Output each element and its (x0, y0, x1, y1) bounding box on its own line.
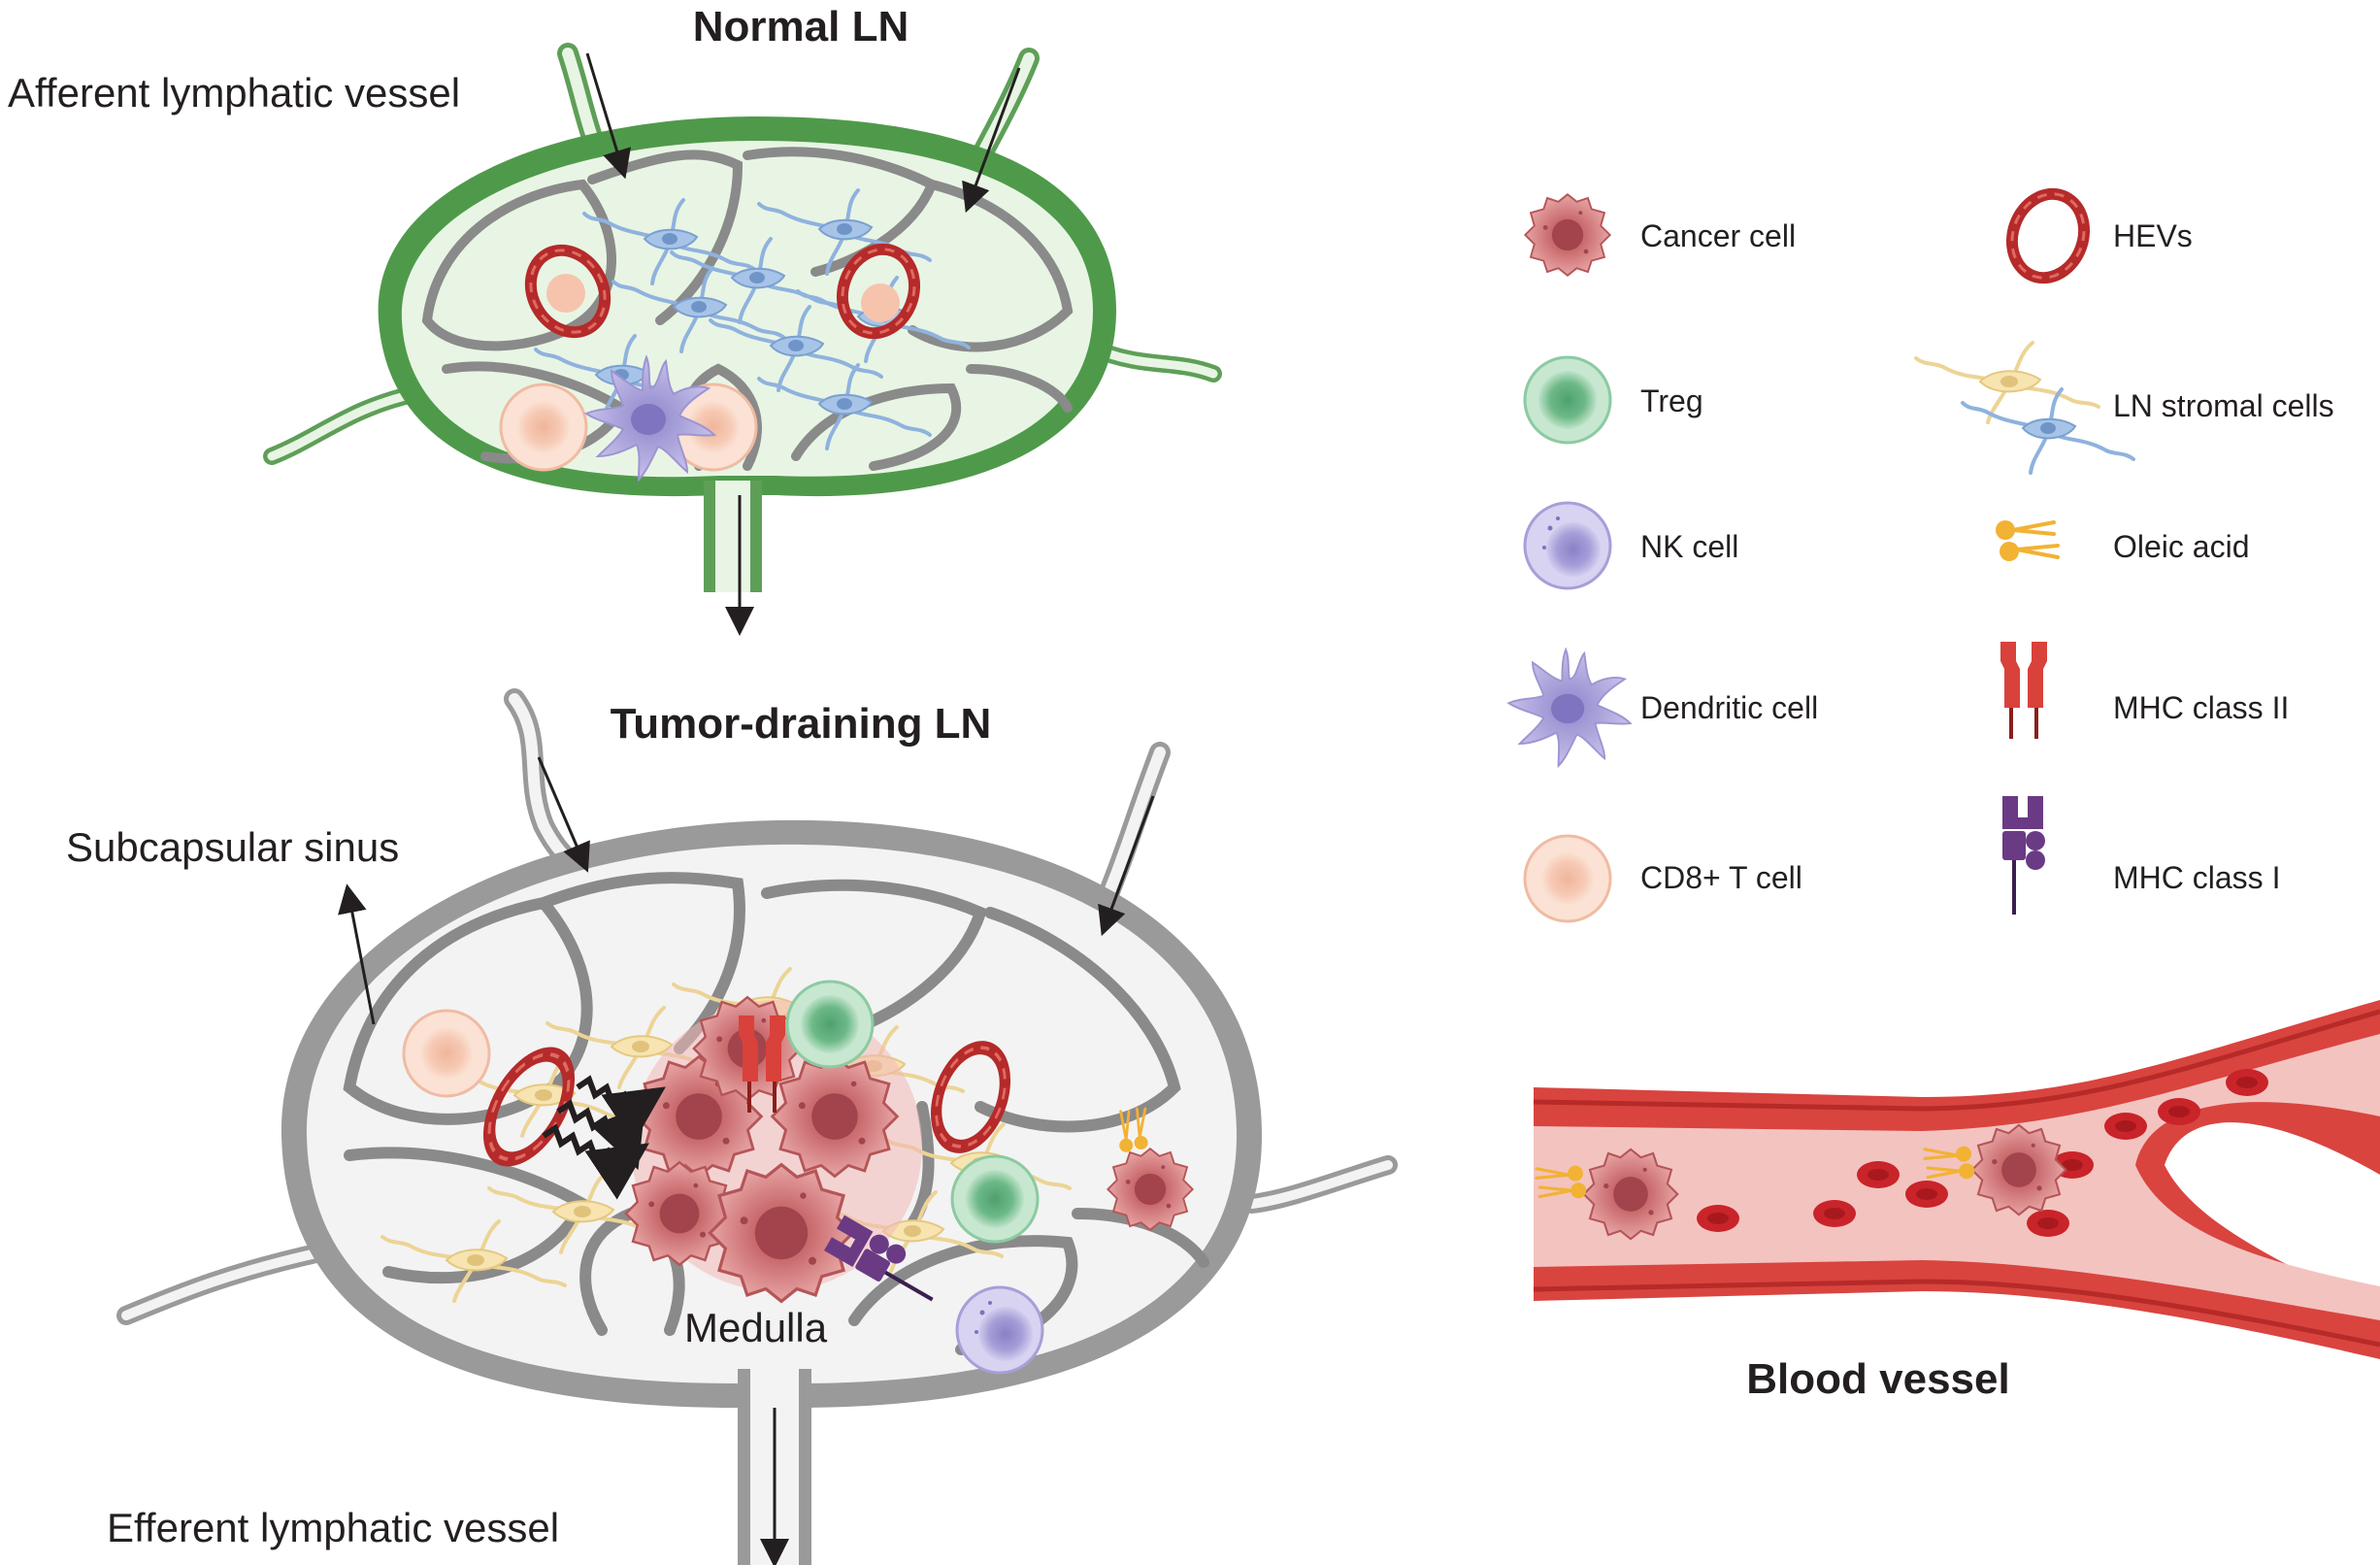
legend-mhc-class-ii-icon (2000, 642, 2047, 739)
legend-treg-icon (1523, 355, 1612, 445)
legend-ln-stromal-cells-label: LN stromal cells (2113, 388, 2334, 423)
legend-hevs-label: HEVs (2113, 218, 2193, 253)
legend-oleic-acid-icon (1994, 518, 2060, 563)
legend-icons (1507, 183, 2135, 923)
legend-dendritic-cell-label: Dendritic cell (1640, 690, 1818, 725)
normal-afferent-arrow-right (962, 67, 1021, 214)
legend-ln-stromal-cells-icon (1914, 341, 2135, 475)
normal-hev-left-tcell (546, 274, 585, 313)
legend-dendritic-cell-icon (1507, 649, 1632, 767)
normal-hev-right-tcell (861, 283, 900, 322)
afferent-vessel-label: Afferent lymphatic vessel (8, 70, 460, 116)
legend-cd8-t-cell-icon (1523, 834, 1612, 923)
tumor-cd8-t-cell (402, 1009, 491, 1098)
tumor-afferent-arrow-left (537, 756, 590, 873)
legend-mhc-class-i-label: MHC class I (2113, 860, 2280, 895)
tumor-nk-cell (955, 1285, 1044, 1375)
legend-cd8-t-cell-label: CD8+ T cell (1640, 860, 1802, 895)
legend-nk-cell-icon (1523, 501, 1612, 590)
blood-vessel (1533, 1000, 2380, 1359)
tumor-ln-title: Tumor-draining LN (611, 700, 992, 748)
tumor-treg-2 (950, 1154, 1040, 1244)
normal-efferent-vessel (704, 481, 762, 592)
legend-oleic-acid-label: Oleic acid (2113, 529, 2250, 564)
normal-lymph-node (263, 43, 1222, 592)
legend-treg-label: Treg (1640, 383, 1703, 418)
legend-cancer-cell-icon (1524, 193, 1611, 277)
normal-cd8-t-cell-1 (499, 383, 588, 472)
tumor-draining-lymph-node (116, 688, 1398, 1565)
oleic-acid-diffusion-arrows (542, 1075, 666, 1200)
medulla-label: Medulla (684, 1305, 828, 1350)
subcapsular-sinus-arrow (338, 883, 376, 1025)
legend-mhc-class-ii-label: MHC class II (2113, 690, 2289, 725)
subcapsular-sinus-label: Subcapsular sinus (66, 824, 399, 870)
normal-afferent-arrow-left (585, 52, 631, 180)
efferent-vessel-label: Efferent lymphatic vessel (107, 1505, 559, 1550)
tumor-treg-1 (785, 980, 875, 1069)
tumor-afferent-arrow-right (1098, 795, 1155, 937)
legend-hevs-icon (2000, 183, 2096, 287)
blood-vessel-title: Blood vessel (1746, 1355, 2009, 1403)
legend-mhc-class-i-icon (2002, 796, 2045, 915)
normal-ln-title: Normal LN (693, 3, 909, 50)
legend-cancer-cell-label: Cancer cell (1640, 218, 1796, 253)
legend-nk-cell-label: NK cell (1640, 529, 1738, 564)
